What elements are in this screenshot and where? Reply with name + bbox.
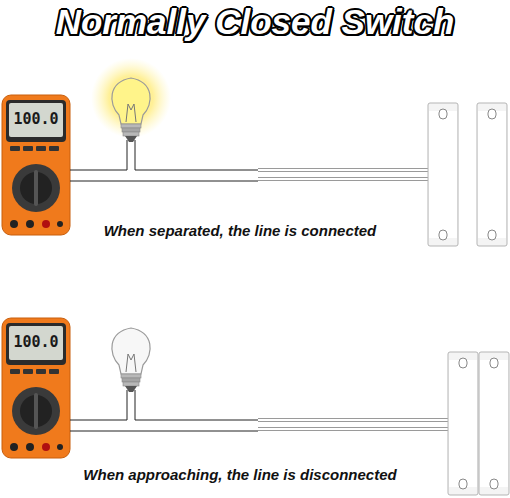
diagram-title: Normally Closed Switch xyxy=(0,2,510,42)
caption-text: When separated, the line is connected xyxy=(40,222,440,239)
meter-reading: 100.0 xyxy=(9,333,63,351)
meter-reading: 100.0 xyxy=(9,110,63,128)
caption-text: When approaching, the line is disconnect… xyxy=(40,466,440,483)
